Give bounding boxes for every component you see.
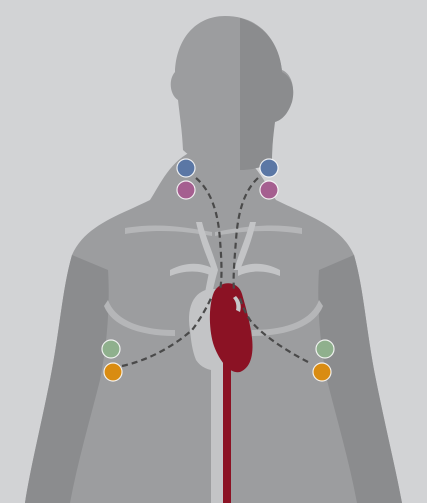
electrode-left-side-lower xyxy=(104,363,122,381)
electrode-right-neck-lower xyxy=(260,181,278,199)
electrode-left-side-upper xyxy=(102,340,120,358)
descending-aorta-bg xyxy=(211,360,223,503)
electrode-right-side-upper xyxy=(316,340,334,358)
electrode-right-neck-upper xyxy=(260,159,278,177)
electrode-right-side-lower xyxy=(313,363,331,381)
electrode-left-neck-lower xyxy=(177,181,195,199)
descending-aorta xyxy=(223,350,231,503)
electrode-left-neck-upper xyxy=(177,159,195,177)
